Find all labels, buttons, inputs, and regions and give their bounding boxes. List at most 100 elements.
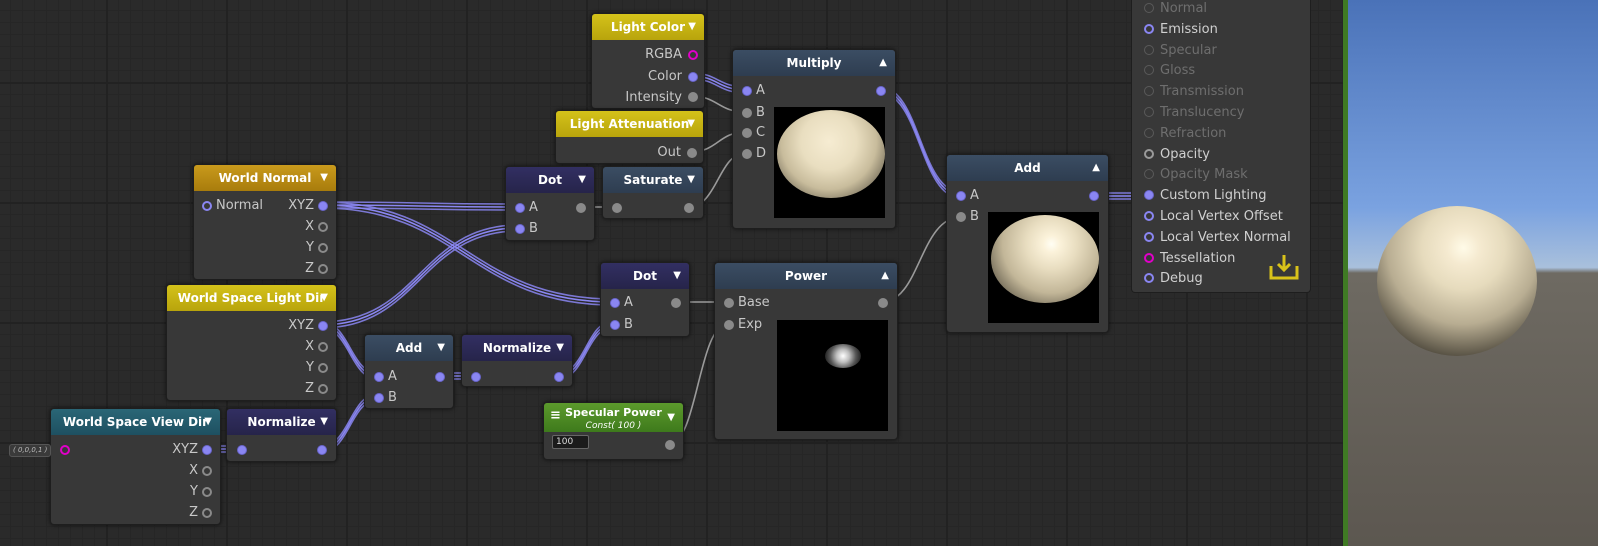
collapse-arrow-icon[interactable]: ▼	[320, 416, 328, 427]
input-port[interactable]	[742, 86, 752, 96]
collapse-arrow-icon[interactable]: ▼	[578, 174, 586, 185]
output-port[interactable]	[318, 243, 328, 253]
default-value-chip[interactable]: ( 0,0,0,1 )	[9, 444, 52, 457]
output-port[interactable]	[1089, 191, 1099, 201]
output-port[interactable]	[435, 372, 445, 382]
output-port-normal[interactable]: Normal	[1144, 1, 1207, 17]
node-world-space-view-dir[interactable]: World Space View Dir▼ XYZ X Y Z	[50, 408, 221, 525]
menu-icon[interactable]: ≡	[550, 408, 561, 423]
output-port-custom-lighting[interactable]: Custom Lighting	[1144, 188, 1266, 204]
output-port[interactable]	[878, 298, 888, 308]
input-port[interactable]	[612, 203, 622, 213]
collapse-arrow-icon[interactable]: ▼	[688, 21, 696, 32]
node-header[interactable]: Add▼	[365, 335, 453, 361]
constant-value-input[interactable]: 100	[552, 435, 589, 449]
node-header[interactable]: Light Color▼	[592, 14, 704, 40]
input-port[interactable]	[610, 298, 620, 308]
port-dot[interactable]	[1144, 231, 1154, 242]
collapse-arrow-icon[interactable]: ▼	[667, 412, 675, 423]
node-light-color[interactable]: Light Color▼ RGBA Color Intensity	[591, 13, 705, 109]
port-dot[interactable]	[1144, 23, 1154, 34]
input-port[interactable]	[742, 149, 752, 159]
output-port-local-vertex-offset[interactable]: Local Vertex Offset	[1144, 209, 1283, 225]
output-port[interactable]	[576, 203, 586, 213]
collapse-arrow-icon[interactable]: ▼	[673, 270, 681, 281]
node-world-space-light-dir[interactable]: World Space Light Dir▼ XYZ X Y Z	[166, 284, 337, 401]
output-port[interactable]	[202, 445, 212, 455]
input-port[interactable]	[724, 320, 734, 330]
node-normalize-viewdir[interactable]: Normalize▼	[226, 408, 337, 462]
port-dot[interactable]	[1144, 107, 1154, 117]
input-port[interactable]	[956, 212, 966, 222]
output-port-opacity-mask[interactable]: Opacity Mask	[1144, 167, 1248, 183]
node-normalize-halfvector[interactable]: Normalize▼	[461, 334, 573, 387]
node-header[interactable]: Dot▼	[601, 263, 689, 289]
input-port[interactable]	[724, 298, 734, 308]
port-dot[interactable]	[1144, 190, 1154, 201]
port-dot[interactable]	[1144, 127, 1154, 138]
input-port[interactable]	[956, 191, 966, 201]
input-port[interactable]	[374, 393, 384, 403]
output-port[interactable]	[202, 466, 212, 476]
input-port[interactable]	[202, 201, 212, 211]
node-header[interactable]: Add▲	[947, 155, 1108, 181]
output-port-opacity[interactable]: Opacity	[1144, 147, 1210, 163]
collapse-arrow-icon[interactable]: ▼	[320, 172, 328, 183]
output-port[interactable]	[684, 203, 694, 213]
output-port-emission[interactable]: Emission	[1144, 22, 1218, 38]
node-dot-ndoth[interactable]: Dot▼ A B	[600, 262, 690, 337]
output-port[interactable]	[318, 264, 328, 274]
collapse-arrow-icon[interactable]: ▼	[437, 342, 445, 353]
output-port[interactable]	[687, 148, 697, 158]
node-header[interactable]: Normalize▼	[227, 409, 336, 435]
node-world-normal[interactable]: World Normal▼ Normal XYZ X Y Z	[193, 164, 337, 280]
input-port[interactable]	[515, 203, 525, 213]
collapse-arrow-icon[interactable]: ▼	[204, 416, 212, 427]
input-port[interactable]	[237, 445, 247, 455]
node-header[interactable]: Saturate▼	[603, 167, 703, 193]
collapse-arrow-icon[interactable]: ▲	[1092, 162, 1100, 173]
node-header[interactable]: World Space View Dir▼	[51, 409, 220, 435]
output-port-translucency[interactable]: Translucency	[1144, 105, 1244, 121]
output-port-local-vertex-normal[interactable]: Local Vertex Normal	[1144, 230, 1291, 246]
port-dot[interactable]	[1144, 273, 1154, 284]
node-specular-power[interactable]: ≡ Specular Power Const( 100 ) ▼ 100	[543, 402, 684, 460]
node-header[interactable]: Multiply▲	[733, 50, 895, 76]
output-port[interactable]	[318, 321, 328, 331]
node-add-halfvector[interactable]: Add▼ A B	[364, 334, 454, 409]
port-dot[interactable]	[1144, 44, 1154, 55]
output-port[interactable]	[671, 298, 681, 308]
input-port[interactable]	[742, 108, 752, 118]
output-port-transmission[interactable]: Transmission	[1144, 84, 1244, 100]
collapse-arrow-icon[interactable]: ▼	[687, 118, 695, 129]
input-port[interactable]	[610, 320, 620, 330]
node-header[interactable]: World Normal▼	[194, 165, 336, 191]
node-header[interactable]: Power▲	[715, 263, 897, 289]
output-port-debug[interactable]: Debug	[1144, 271, 1203, 287]
node-dot-ndotl[interactable]: Dot▼ A B	[505, 166, 595, 241]
node-power[interactable]: Power▲ Base Exp	[714, 262, 898, 440]
output-port-refraction[interactable]: Refraction	[1144, 126, 1226, 142]
node-header[interactable]: ≡ Specular Power Const( 100 ) ▼	[544, 403, 683, 432]
collapse-arrow-icon[interactable]: ▼	[320, 292, 328, 303]
port-dot[interactable]	[1144, 65, 1154, 76]
input-port[interactable]	[374, 372, 384, 382]
node-header[interactable]: Dot▼	[506, 167, 594, 193]
output-port[interactable]	[202, 487, 212, 497]
collapse-arrow-icon[interactable]: ▼	[687, 174, 695, 185]
output-port[interactable]	[317, 445, 327, 455]
node-graph-canvas[interactable]: Light Color▼ RGBA Color Intensity Light …	[0, 0, 1368, 546]
output-port[interactable]	[318, 201, 328, 211]
input-port[interactable]	[60, 445, 70, 455]
node-saturate[interactable]: Saturate▼	[602, 166, 704, 219]
download-tray-icon[interactable]	[1268, 252, 1300, 282]
port-dot[interactable]	[1144, 86, 1154, 97]
output-port[interactable]	[202, 508, 212, 518]
port-dot[interactable]	[1144, 252, 1154, 263]
node-header[interactable]: World Space Light Dir▼	[167, 285, 336, 311]
output-port-gloss[interactable]: Gloss	[1144, 63, 1195, 79]
node-add-final[interactable]: Add▲ A B	[946, 154, 1109, 333]
output-port-tessellation[interactable]: Tessellation	[1144, 251, 1235, 267]
port-dot[interactable]	[1144, 148, 1154, 159]
